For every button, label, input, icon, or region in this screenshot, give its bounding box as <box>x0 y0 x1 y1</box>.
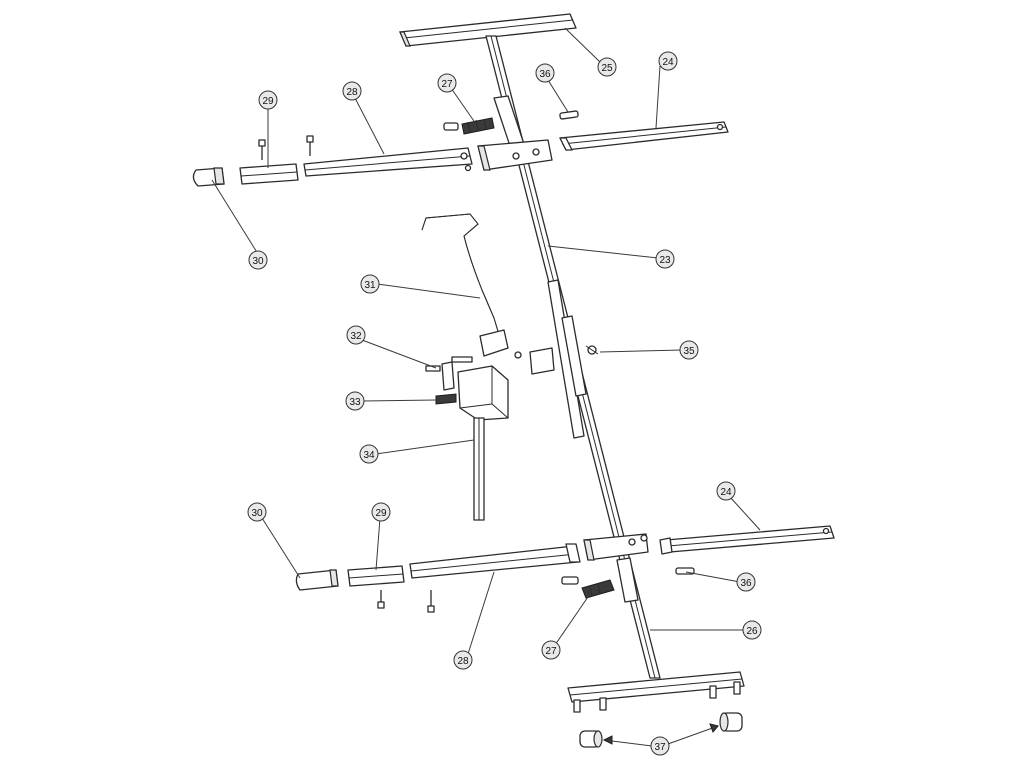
callout-29-upper-label: 29 <box>262 96 274 107</box>
callout-36-lower-label: 36 <box>740 578 752 589</box>
part-33-mount-box <box>435 365 509 421</box>
upper-bracket <box>477 139 553 171</box>
part-24-lower-right-arm <box>659 525 835 555</box>
leader-lines <box>211 27 761 747</box>
part-26-base <box>567 671 745 713</box>
callout-27-upper: 27 <box>437 73 457 93</box>
callout-30-upper-label: 30 <box>252 256 264 267</box>
callout-27-lower: 27 <box>541 640 561 660</box>
callout-28-upper: 28 <box>342 81 362 101</box>
callout-25: 25 <box>597 57 617 77</box>
callout-24-lower: 24 <box>716 481 736 501</box>
part-28-lower-left-arm <box>409 543 581 579</box>
callout-36-upper-label: 36 <box>539 69 551 80</box>
callout-30-lower: 30 <box>247 502 267 522</box>
part-23-26-main-tube <box>485 35 661 679</box>
callout-35: 35 <box>679 340 699 360</box>
callout-37-label: 37 <box>654 742 666 753</box>
callout-36-lower: 36 <box>736 572 756 592</box>
callout-36-upper: 36 <box>535 63 555 83</box>
part-30-lower-end-cap <box>295 569 339 591</box>
part-31-handle <box>421 213 509 357</box>
callout-32-label: 32 <box>350 331 362 342</box>
callout-31: 31 <box>360 274 380 294</box>
callout-27-lower-label: 27 <box>545 646 557 657</box>
callout-35-label: 35 <box>683 346 695 357</box>
callout-23: 23 <box>655 249 675 269</box>
callout-29-upper: 29 <box>258 90 278 110</box>
callout-29-lower: 29 <box>371 502 391 522</box>
callout-24-upper: 24 <box>658 51 678 71</box>
callout-30-lower-label: 30 <box>251 508 263 519</box>
callout-23-label: 23 <box>659 255 671 266</box>
callout-34-label: 34 <box>363 450 375 461</box>
part-27-lower-clamp <box>561 576 615 599</box>
callout-29-lower-label: 29 <box>375 508 387 519</box>
callout-37: 37 <box>650 736 670 756</box>
part-27-upper-clamp <box>443 117 495 135</box>
callout-26: 26 <box>742 620 762 640</box>
part-34-post <box>473 417 485 521</box>
callout-33: 33 <box>345 391 365 411</box>
part-37-foot-caps <box>579 712 743 748</box>
tube-side-bracket <box>529 345 599 375</box>
lower-bracket <box>583 533 649 561</box>
callout-27-upper-label: 27 <box>441 79 453 90</box>
callout-34: 34 <box>359 444 379 464</box>
part-28-upper-left-arm <box>303 147 473 177</box>
part-36-upper-pin <box>559 110 579 120</box>
callout-31-label: 31 <box>364 280 376 291</box>
callout-28-upper-label: 28 <box>346 87 358 98</box>
callout-28-lower: 28 <box>453 650 473 670</box>
part-25-top-crossbar <box>399 13 577 47</box>
part-29-upper-block <box>239 135 314 185</box>
callout-33-label: 33 <box>349 397 361 408</box>
callout-25-label: 25 <box>601 63 613 74</box>
part-29-lower-block <box>347 565 435 613</box>
part-30-upper-end-cap <box>192 167 225 187</box>
callout-24-lower-label: 24 <box>720 487 732 498</box>
part-24-upper-right-arm <box>559 121 729 151</box>
callout-26-label: 26 <box>746 626 758 637</box>
callout-24-upper-label: 24 <box>662 57 674 68</box>
callout-32: 32 <box>346 325 366 345</box>
callout-28-lower-label: 28 <box>457 656 469 667</box>
callout-30-upper: 30 <box>248 250 268 270</box>
part-32-hardware <box>425 351 522 391</box>
